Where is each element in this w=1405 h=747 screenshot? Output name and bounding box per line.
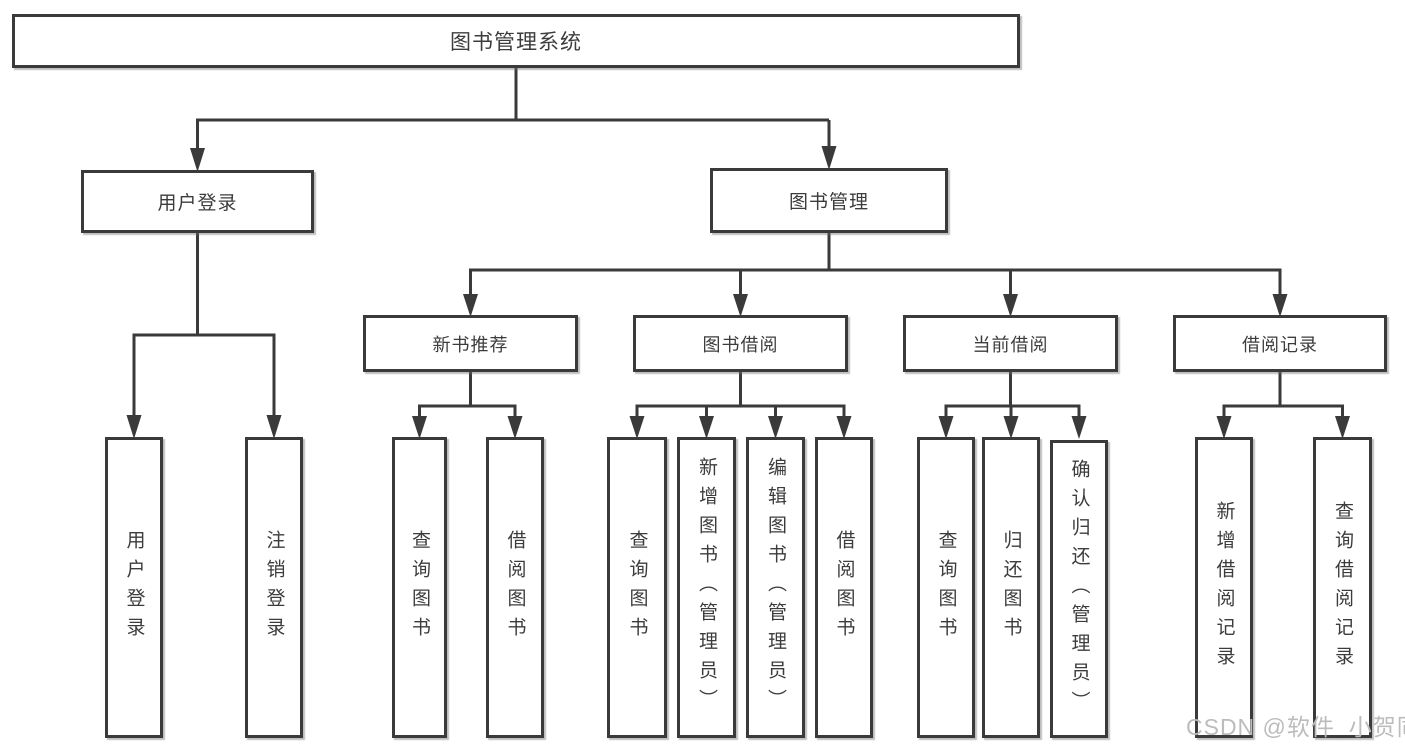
node-leaf-add-books-admin: 新增图书（管理员） xyxy=(677,437,736,738)
node-label: 查询借阅记录 xyxy=(1332,500,1353,675)
node-book-management-branch: 图书管理 xyxy=(710,168,948,233)
node-label: 新增借阅记录 xyxy=(1213,500,1235,675)
csdn-watermark: CSDN @软件_小贺同学 xyxy=(1186,714,1405,740)
node-leaf-add-borrow-record: 新增借阅记录 xyxy=(1195,437,1253,738)
node-label: 查询图书 xyxy=(409,529,430,646)
node-leaf-query-books-current: 查询图书 xyxy=(917,437,975,738)
node-new-book-recommend: 新书推荐 xyxy=(363,315,578,372)
node-label: 当前借阅 xyxy=(972,334,1049,355)
node-leaf-user-login: 用户登录 xyxy=(105,437,163,738)
node-label: 查询图书 xyxy=(626,529,648,646)
node-label: 编辑图书（管理员） xyxy=(765,457,786,718)
node-label: 用户登录 xyxy=(123,529,145,646)
node-book-borrowing: 图书借阅 xyxy=(633,315,848,372)
node-label: 借阅图书 xyxy=(833,529,855,646)
node-label: 图书借阅 xyxy=(702,334,779,355)
node-borrowing-record: 借阅记录 xyxy=(1173,315,1387,372)
node-leaf-confirm-return-admin: 确认归还（管理员） xyxy=(1050,440,1108,738)
node-leaf-query-books-borrowing: 查询图书 xyxy=(607,437,667,738)
node-current-borrowing: 当前借阅 xyxy=(903,315,1118,372)
node-label: 借阅图书 xyxy=(504,529,526,646)
node-label: 图书管理系统 xyxy=(450,31,582,54)
node-library-management-system: 图书管理系统 xyxy=(12,14,1020,68)
node-leaf-borrow-books-borrowing: 借阅图书 xyxy=(815,437,873,738)
node-user-login-branch: 用户登录 xyxy=(81,170,314,233)
node-label: 确认归还（管理员） xyxy=(1068,458,1090,720)
node-label: 新书推荐 xyxy=(432,334,509,355)
node-leaf-return-books: 归还图书 xyxy=(982,437,1040,738)
node-leaf-edit-books-admin: 编辑图书（管理员） xyxy=(746,437,805,738)
node-label: 查询图书 xyxy=(935,529,957,646)
node-label: 图书管理 xyxy=(788,192,869,213)
node-leaf-borrow-books-recommend: 借阅图书 xyxy=(486,437,544,738)
node-label: 注销登录 xyxy=(263,529,285,646)
node-leaf-query-borrow-record: 查询借阅记录 xyxy=(1313,437,1372,738)
node-leaf-logout: 注销登录 xyxy=(245,437,303,738)
node-label: 借阅记录 xyxy=(1242,334,1318,355)
node-label: 用户登录 xyxy=(157,193,238,214)
node-label: 新增图书（管理员） xyxy=(696,457,717,718)
node-leaf-query-books-recommend: 查询图书 xyxy=(392,437,447,738)
node-label: 归还图书 xyxy=(1000,529,1022,646)
